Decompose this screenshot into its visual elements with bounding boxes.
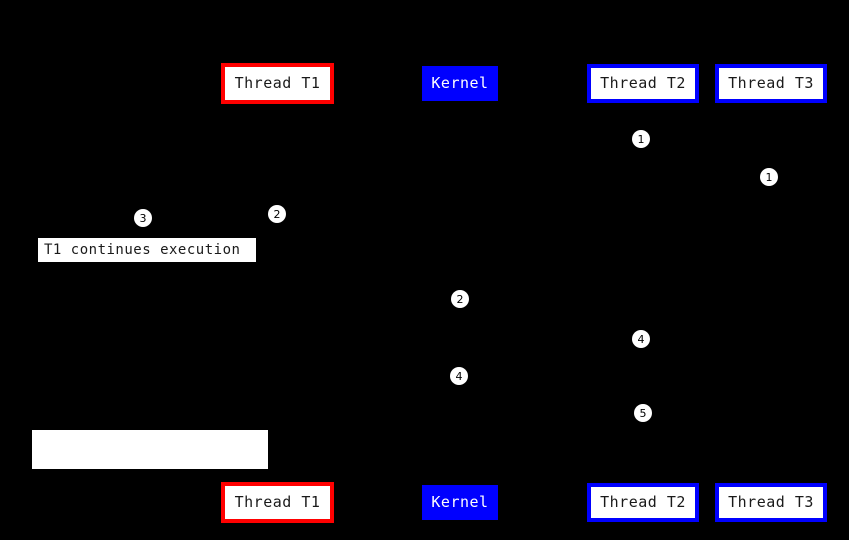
lifeline-t2-tick-bottom — [641, 479, 646, 483]
lifeline-t1 — [277, 104, 278, 482]
msg-5 — [460, 413, 643, 414]
lifeline-kernel-tick-bottom — [458, 481, 463, 485]
participant-label: Thread T3 — [728, 74, 814, 92]
lifeline-t1-tick-top — [275, 104, 280, 108]
note-blank-bottom — [32, 430, 268, 469]
badge-label: 2 — [273, 207, 281, 221]
lifeline-t3-tick-bottom — [769, 479, 774, 483]
participant-t2-bottom[interactable]: Thread T2 — [587, 483, 699, 522]
note-label: T1 continues execution — [44, 242, 241, 258]
msg-2 — [277, 299, 460, 300]
badge-t2-4: 4 — [632, 330, 650, 348]
participant-t3-top[interactable]: Thread T3 — [715, 64, 827, 103]
lifeline-t1-tick-bottom — [275, 478, 280, 482]
note-t1-continues: T1 continues execution — [37, 237, 257, 263]
participant-t3-bottom[interactable]: Thread T3 — [715, 483, 827, 522]
badge-label: 3 — [139, 211, 147, 225]
participant-t1-top[interactable]: Thread T1 — [221, 63, 334, 104]
badge-t1-2: 2 — [268, 205, 286, 223]
badge-label: 5 — [639, 406, 647, 420]
participant-label: Thread T3 — [728, 493, 814, 511]
msg-1 — [277, 232, 460, 233]
msg-3 — [460, 339, 643, 340]
badge-label: 1 — [765, 170, 773, 184]
msg-4 — [460, 376, 643, 377]
lifeline-kernel-tick-top — [458, 101, 463, 105]
participant-label: Thread T1 — [234, 74, 321, 92]
lifeline-t3-tick-top — [769, 103, 774, 107]
participant-kernel-bottom[interactable]: Kernel — [422, 485, 498, 520]
badge-t3-1: 1 — [760, 168, 778, 186]
badge-t2-5: 5 — [634, 404, 652, 422]
participant-t1-bottom[interactable]: Thread T1 — [221, 482, 334, 523]
badge-label: 4 — [637, 332, 645, 346]
lifeline-t2-tick-top — [641, 103, 646, 107]
lifeline-t2 — [643, 103, 644, 483]
participant-label: Thread T1 — [234, 493, 321, 511]
badge-label: 2 — [456, 292, 464, 306]
participant-t2-top[interactable]: Thread T2 — [587, 64, 699, 103]
lifeline-t3 — [771, 103, 772, 483]
participant-label: Thread T2 — [600, 74, 686, 92]
participant-label: Kernel — [431, 74, 489, 92]
badge-kernel-4: 4 — [450, 367, 468, 385]
participant-label: Kernel — [431, 493, 489, 511]
participant-kernel-top[interactable]: Kernel — [422, 66, 498, 101]
badge-t2-1: 1 — [632, 130, 650, 148]
badge-label: 1 — [637, 132, 645, 146]
badge-t1-3: 3 — [134, 209, 152, 227]
participant-label: Thread T2 — [600, 493, 686, 511]
badge-label: 4 — [455, 369, 463, 383]
badge-kernel-2: 2 — [451, 290, 469, 308]
